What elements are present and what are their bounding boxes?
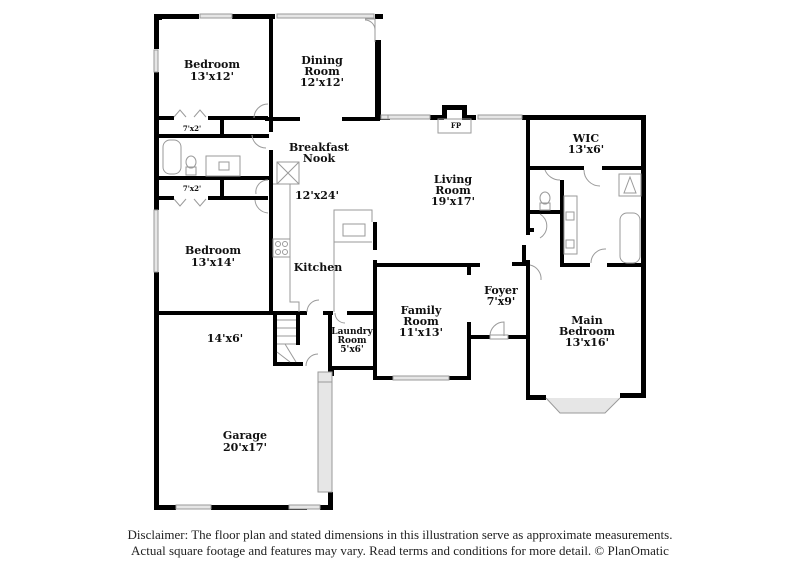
room-labels: Bedroom 13'x12' Dining Room 12'x12' 7'x2… (183, 54, 616, 454)
room-garage: Garage 20'x17' (223, 429, 267, 454)
svg-text:7'x9': 7'x9' (487, 295, 516, 308)
svg-text:13'x12': 13'x12' (190, 70, 234, 83)
room-family: Family Room 11'x13' (399, 304, 443, 339)
svg-text:12'x12': 12'x12' (300, 76, 344, 89)
room-foyer: Foyer 7'x9' (484, 284, 518, 308)
svg-text:WIC: WIC (572, 132, 599, 145)
svg-text:Dining: Dining (301, 54, 343, 67)
svg-text:Room: Room (337, 336, 366, 346)
room-breakfast-nook: Breakfast Nook 12'x24' (289, 141, 350, 202)
closet-2-dims: 7'x2' (183, 184, 201, 193)
fixtures (162, 18, 642, 383)
svg-text:Nook: Nook (303, 152, 336, 165)
svg-text:Bedroom: Bedroom (185, 244, 241, 257)
svg-text:Main: Main (571, 314, 602, 327)
room-main-bedroom: Main Bedroom 13'x16' (559, 314, 615, 349)
svg-text:Bedroom: Bedroom (559, 325, 615, 338)
svg-text:Garage: Garage (223, 429, 267, 442)
svg-text:5'x6': 5'x6' (340, 345, 363, 355)
room-laundry: Laundry Room 5'x6' (331, 327, 373, 355)
svg-text:12'x24': 12'x24' (295, 189, 339, 202)
svg-text:Laundry: Laundry (331, 327, 373, 337)
svg-text:Room: Room (435, 184, 471, 197)
room-wic: WIC 13'x6' (568, 132, 604, 156)
room-bedroom-1: Bedroom 13'x12' (184, 58, 240, 83)
room-kitchen: Kitchen (294, 261, 343, 274)
svg-text:Living: Living (434, 173, 472, 186)
disclaimer-line-1: Disclaimer: The floor plan and stated di… (127, 527, 673, 542)
svg-text:Bedroom: Bedroom (184, 58, 240, 71)
svg-text:Room: Room (403, 315, 439, 328)
svg-text:13'x6': 13'x6' (568, 143, 604, 156)
svg-text:Room: Room (304, 65, 340, 78)
svg-text:Family: Family (401, 304, 442, 317)
windows (153, 13, 621, 510)
closet-1-dims: 7'x2' (183, 124, 201, 133)
room-bedroom-2: Bedroom 13'x14' (185, 244, 241, 269)
room-storage-dims: 14'x6' (207, 332, 243, 345)
svg-text:Foyer: Foyer (484, 284, 518, 297)
disclaimer-line-2: Actual square footage and features may v… (131, 543, 669, 558)
room-dining: Dining Room 12'x12' (300, 54, 344, 89)
svg-text:20'x17': 20'x17' (223, 441, 267, 454)
svg-text:13'x16': 13'x16' (565, 336, 609, 349)
room-living: Living Room 19'x17' (431, 173, 475, 208)
fireplace-label: FP (451, 121, 462, 130)
svg-text:19'x17': 19'x17' (431, 195, 475, 208)
svg-text:11'x13': 11'x13' (399, 326, 443, 339)
svg-text:13'x14': 13'x14' (191, 256, 235, 269)
svg-text:Breakfast: Breakfast (289, 141, 350, 154)
